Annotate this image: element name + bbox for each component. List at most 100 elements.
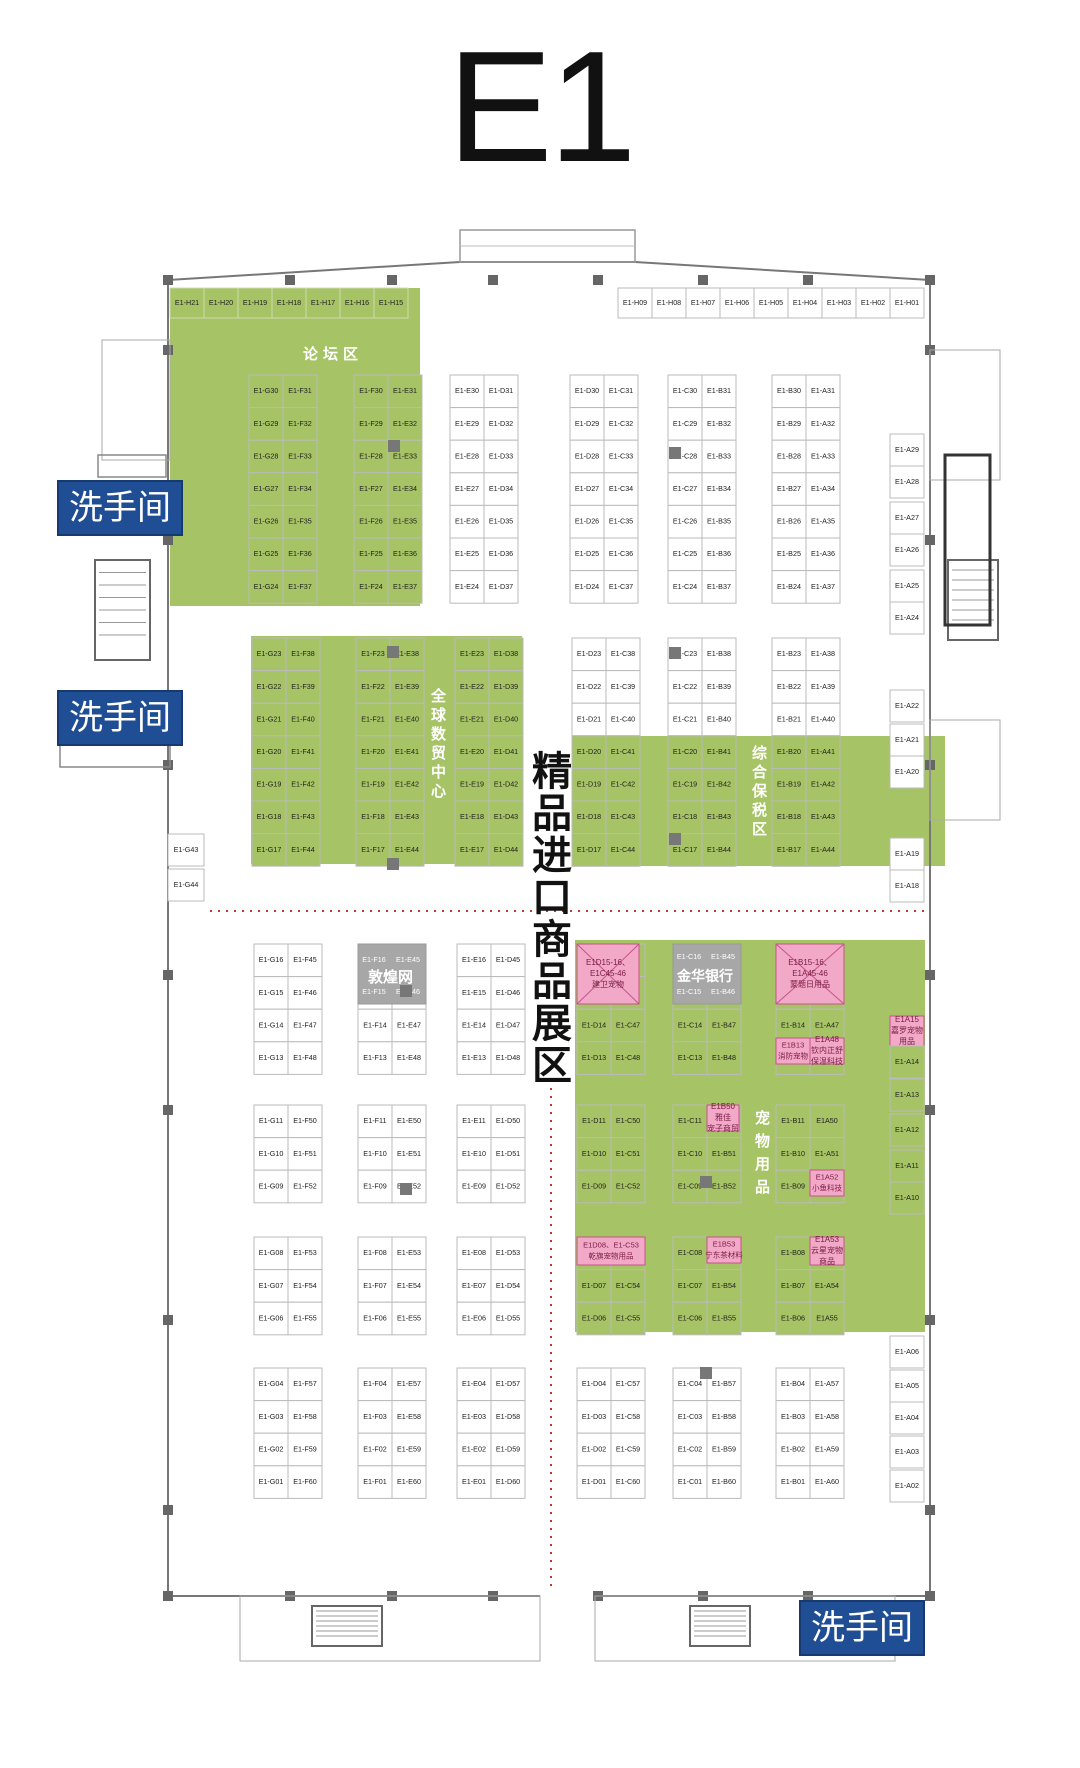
booth-label: E1-F44 — [291, 845, 315, 854]
booth-label: E1-B07 — [781, 1281, 805, 1290]
booth — [706, 1400, 742, 1434]
booth-label: E1-F39 — [291, 682, 315, 691]
booth — [805, 537, 841, 572]
booth-label: E1-D41 — [494, 747, 518, 756]
booth-label: E1-E22 — [460, 682, 484, 691]
booth-label: E1-D26 — [575, 517, 599, 526]
booth-label: E1-E19 — [460, 780, 484, 789]
booth — [603, 570, 639, 604]
booth — [805, 472, 841, 506]
booth-label: E1-D14 — [582, 1020, 606, 1029]
booth-label: E1-F28 — [359, 451, 383, 460]
booth — [357, 1169, 393, 1204]
booth-label: E1-B06 — [781, 1313, 805, 1322]
booth — [706, 1169, 742, 1204]
pink-booth-a52 — [809, 1169, 845, 1197]
booth-label: E1-F55 — [293, 1313, 317, 1322]
booth-label: E1-C58 — [616, 1412, 640, 1421]
booth-label: E1-G30 — [254, 386, 279, 395]
bank-booth — [672, 943, 742, 1005]
booth — [357, 1269, 393, 1303]
booth-label: E1-B11 — [781, 1116, 804, 1125]
booth-label: E1-F11 — [363, 1116, 386, 1125]
booth — [287, 1104, 323, 1139]
booth — [456, 1008, 492, 1043]
booth-label: E1-F43 — [291, 812, 315, 821]
booth — [701, 504, 737, 539]
booth-label: E1-F34 — [288, 484, 312, 493]
booth-label: E1-C18 — [673, 812, 697, 821]
booth — [248, 570, 284, 604]
booth — [387, 374, 423, 409]
booth-label: E1-B04 — [781, 1379, 805, 1388]
booth — [775, 1236, 811, 1271]
booth — [287, 943, 323, 978]
column — [925, 1505, 935, 1515]
booth-label: E1-C59 — [616, 1444, 640, 1453]
booth-label: E1-C43 — [611, 812, 635, 821]
booth — [490, 1432, 526, 1467]
pink-booth-b13-label: 消防宠物 — [778, 1050, 808, 1060]
booth — [389, 800, 425, 835]
booth-label: E1-E26 — [455, 517, 479, 526]
booth — [701, 637, 737, 672]
booth-label: E1-F38 — [291, 649, 315, 658]
booth-label: E1-H17 — [311, 298, 335, 307]
booth-label: E1-B59 — [712, 1444, 736, 1453]
booth-label: E1-F17 — [361, 845, 385, 854]
washroom-label-left-top[interactable]: 洗手间 — [57, 480, 183, 536]
booth — [889, 287, 925, 319]
booth-label: E1-D10 — [582, 1149, 606, 1158]
booth-label: E1-C60 — [616, 1477, 640, 1486]
booth — [271, 287, 307, 319]
booth-label: E1-D28 — [575, 451, 599, 460]
booth-label: E1-B30 — [777, 386, 801, 395]
booth-label: E1-A02 — [895, 1481, 919, 1490]
booth — [287, 1367, 323, 1402]
booth-label: E1-G03 — [259, 1412, 284, 1421]
booth-label: E1-D59 — [496, 1444, 520, 1453]
booth — [667, 537, 703, 572]
washroom-label-bottom-right[interactable]: 洗手间 — [799, 1600, 925, 1656]
column — [698, 275, 708, 285]
column — [163, 1105, 173, 1115]
booth — [701, 537, 737, 572]
booth — [490, 1008, 526, 1043]
pink-booth-b15-label: E1A45-46 — [792, 969, 828, 978]
booth — [449, 439, 485, 474]
booth — [490, 1269, 526, 1303]
booth — [287, 1301, 323, 1336]
booth — [449, 504, 485, 539]
booth-label: E1-F50 — [293, 1116, 317, 1125]
pink-booth-a48-label: E1A48 — [815, 1035, 840, 1044]
booth — [605, 637, 641, 672]
booth-label: E1-C26 — [673, 517, 697, 526]
booth — [603, 407, 639, 441]
booth — [610, 1301, 646, 1336]
booth — [391, 1432, 427, 1467]
booth — [889, 869, 925, 903]
booth — [490, 1169, 526, 1204]
booth-label: E1-A51 — [815, 1149, 839, 1158]
booth — [771, 570, 807, 604]
booth-label: E1-F40 — [291, 714, 315, 723]
booth-label: E1-A59 — [815, 1444, 839, 1453]
booth — [889, 689, 925, 723]
booth-label: E1-F06 — [363, 1313, 387, 1322]
pink-booth-d15-label: 建卫宠物 — [592, 979, 624, 989]
booth-label: E1-G44 — [174, 880, 199, 889]
booth — [387, 472, 423, 506]
booth — [248, 504, 284, 539]
booth-label: E1-D36 — [489, 549, 513, 558]
booth-label: E1-E36 — [393, 549, 417, 558]
booth-label: E1-F23 — [361, 649, 385, 658]
booth — [771, 537, 807, 572]
booth — [357, 1432, 393, 1467]
booth-label: E1-A57 — [815, 1379, 839, 1388]
washroom-label-left-mid[interactable]: 洗手间 — [57, 690, 183, 746]
booth — [605, 702, 641, 737]
column — [387, 275, 397, 285]
booth-label: E1-C25 — [673, 549, 697, 558]
booth — [490, 1301, 526, 1336]
booth-label: E1-C04 — [678, 1379, 702, 1388]
